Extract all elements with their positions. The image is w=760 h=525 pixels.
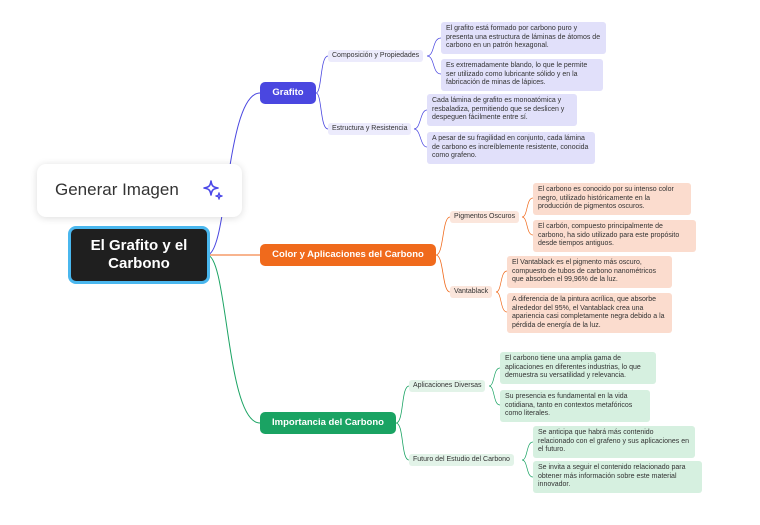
link-i2-l1 <box>521 441 534 461</box>
link-color-sub2 <box>435 254 451 293</box>
subtopic-estructura[interactable]: Estructura y Resistencia <box>328 123 412 135</box>
detail-composicion-2: Es extremadamente blando, lo que le perm… <box>441 59 603 91</box>
link-imp-sub2 <box>395 422 410 461</box>
generate-image-label: Generar Imagen <box>55 180 179 199</box>
detail-futuro-1: Se anticipa que habrá más contenido rela… <box>533 426 695 458</box>
link-i1-l2 <box>488 385 501 406</box>
link-grafito-sub1 <box>315 55 329 94</box>
link-grafito-sub2 <box>315 92 329 130</box>
link-c1-l2 <box>521 216 534 236</box>
link-g2-l1 <box>413 109 428 130</box>
link-c2-l1 <box>495 270 508 293</box>
detail-futuro-2: Se invita a seguir el contenido relacion… <box>533 461 702 493</box>
subtopic-pigmentos[interactable]: Pigmentos Oscuros <box>450 211 520 223</box>
detail-vantablack-2: A diferencia de la pintura acrílica, que… <box>507 293 672 333</box>
link-imp-sub1 <box>395 385 410 424</box>
detail-estructura-1: Cada lámina de grafito es monoatómica y … <box>427 94 577 126</box>
detail-pigmentos-2: El carbón, compuesto principalmente de c… <box>533 220 696 252</box>
root-topic[interactable]: El Grafito y el Carbono <box>71 229 207 281</box>
subtopic-aplicaciones-diversas[interactable]: Aplicaciones Diversas <box>409 380 486 392</box>
branch-color-aplicaciones[interactable]: Color y Aplicaciones del Carbono <box>260 244 436 266</box>
detail-pigmentos-1: El carbono es conocido por su intenso co… <box>533 183 691 215</box>
link-i1-l1 <box>488 367 501 387</box>
generate-image-button[interactable]: Generar Imagen <box>37 164 242 217</box>
branch-importancia[interactable]: Importancia del Carbono <box>260 412 396 434</box>
detail-aplicaciones-1: El carbono tiene una amplia gama de apli… <box>500 352 656 384</box>
link-g1-l2 <box>426 55 442 75</box>
link-c1-l1 <box>521 197 534 218</box>
subtopic-composicion[interactable]: Composición y Propiedades <box>328 50 424 62</box>
link-root-importancia <box>206 254 261 424</box>
link-c2-l2 <box>495 291 508 313</box>
link-g2-l2 <box>413 128 428 148</box>
detail-estructura-2: A pesar de su fragilidad en conjunto, ca… <box>427 132 595 164</box>
subtopic-futuro-estudio[interactable]: Futuro del Estudio del Carbono <box>409 454 514 466</box>
detail-vantablack-1: El Vantablack es el pigmento más oscuro,… <box>507 256 672 288</box>
detail-aplicaciones-2: Su presencia es fundamental en la vida c… <box>500 390 650 422</box>
sparkle-icon <box>203 180 223 200</box>
link-i2-l2 <box>521 459 534 478</box>
link-color-sub1 <box>435 216 451 256</box>
detail-composicion-1: El grafito está formado por carbono puro… <box>441 22 606 54</box>
branch-grafito[interactable]: Grafito <box>260 82 316 104</box>
link-g1-l1 <box>426 37 442 57</box>
subtopic-vantablack[interactable]: Vantablack <box>450 286 493 298</box>
